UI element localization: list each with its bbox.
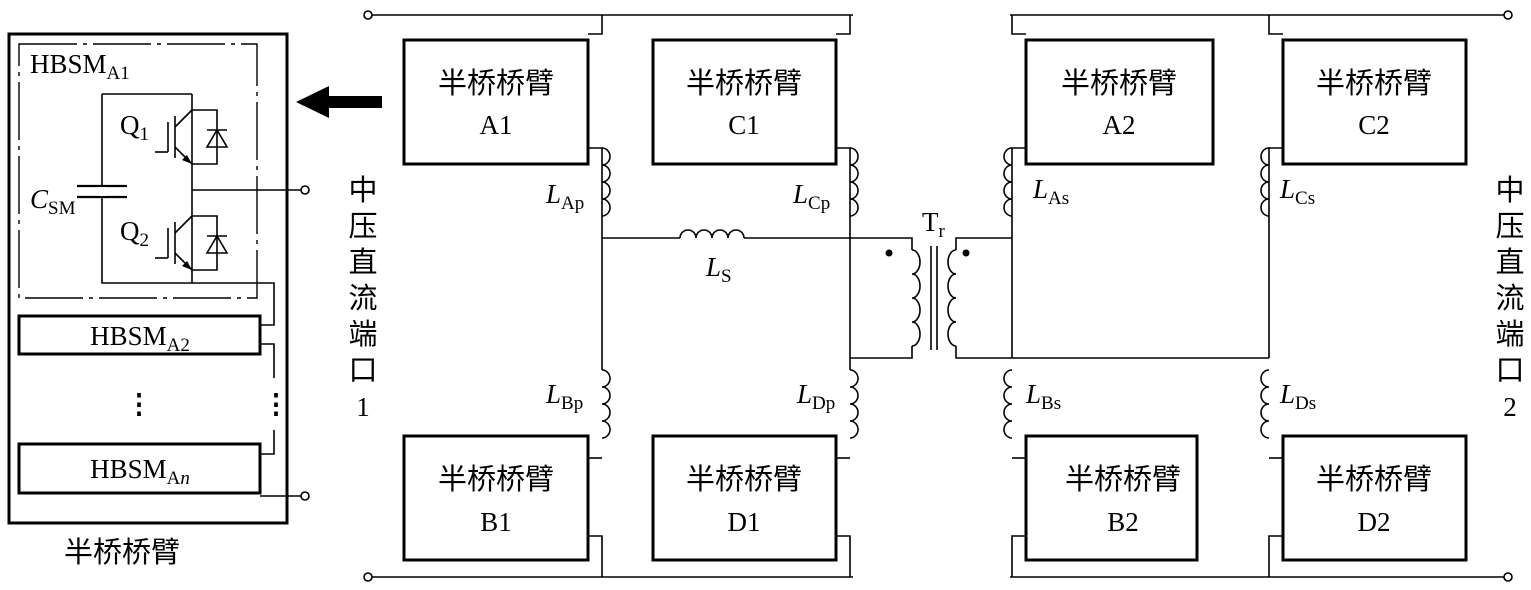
arm-d2-id: D2	[1358, 507, 1391, 537]
svg-text:中: 中	[348, 174, 377, 207]
inductor-bs-icon	[1003, 369, 1013, 439]
arm-b1-id: B1	[480, 507, 512, 537]
igbt-q2-icon	[155, 215, 193, 271]
svg-text:压: 压	[348, 211, 377, 243]
inductor-cp-icon	[849, 147, 859, 217]
chain-wire-ellipsis-icon: ⋮	[263, 389, 290, 419]
capacitor-label: CSM	[30, 184, 76, 219]
arm-d1-title: 半桥桥臂	[686, 463, 802, 496]
terminal-node	[300, 491, 310, 501]
igbt-q1-icon	[155, 109, 193, 165]
svg-text:直: 直	[1495, 246, 1524, 279]
inductor-bp-icon	[601, 369, 611, 439]
switch-q2-label: Q2	[120, 216, 149, 251]
inductor-ds-label: LDs	[1279, 379, 1316, 414]
arm-d1-id: D1	[728, 507, 761, 537]
arm-d2-title: 半桥桥臂	[1316, 463, 1432, 496]
capacitor-cap-sm	[77, 184, 127, 199]
arm-a2-id: A2	[1103, 110, 1136, 140]
arm-a2-title: 半桥桥臂	[1061, 67, 1177, 100]
arm-b1-title: 半桥桥臂	[438, 463, 554, 496]
svg-text:2: 2	[1503, 392, 1517, 422]
main-circuit-wiring	[372, 14, 1504, 578]
svg-text:口: 口	[348, 355, 377, 387]
dc-port-1-label: 中 压 直 流 端 口 1	[348, 174, 377, 422]
arm-detail-panel: HBSMA1 CSM Q1	[7, 32, 310, 569]
dc-bus-terminals	[363, 10, 1513, 582]
svg-text:中: 中	[1495, 174, 1524, 207]
svg-text:直: 直	[348, 246, 377, 279]
svg-text:1: 1	[356, 392, 370, 422]
submodule-a1-label: HBSMA1	[30, 49, 130, 84]
submodule-a1-dashed-frame	[18, 43, 258, 299]
arm-c2-id: C2	[1358, 110, 1390, 140]
chain-wire-upper	[260, 343, 275, 378]
svg-text:流: 流	[1495, 282, 1524, 315]
arm-c2: 半桥桥臂 C2	[1281, 38, 1468, 166]
inductor-labels: LAp LCp LBp LDp LAs LCs LBs LDs LS Tr	[545, 174, 1316, 414]
inductor-ap-label: LAp	[545, 179, 584, 214]
submodule-a2-box	[17, 314, 262, 356]
terminal-node	[300, 185, 310, 195]
arm-detail-frame	[7, 32, 289, 525]
arm-detail-caption: 半桥桥臂	[64, 536, 180, 569]
arm-b2-title: 半桥桥臂	[1065, 463, 1181, 496]
inductor-coils	[601, 147, 1270, 439]
inductor-ds-icon	[1260, 369, 1270, 439]
submodule-an-box	[17, 442, 262, 495]
inductor-bp-label: LBp	[545, 379, 583, 414]
inductor-dp-icon	[849, 369, 859, 439]
arm-a2: 半桥桥臂 A2	[1024, 38, 1215, 166]
arm-b2: 半桥桥臂 B2	[1024, 434, 1199, 562]
inductor-bs-label: LBs	[1025, 379, 1061, 414]
dc-port-2-label: 中 压 直 流 端 口 2	[1495, 174, 1524, 422]
arm-a1: 半桥桥臂 A1	[402, 38, 590, 166]
submodule-a1-frame-wire	[101, 93, 275, 326]
arm-c2-title: 半桥桥臂	[1316, 67, 1432, 100]
arm-c1: 半桥桥臂 C1	[651, 38, 838, 166]
svg-text:端: 端	[348, 318, 377, 351]
inductor-as-label: LAs	[1032, 174, 1069, 209]
inductor-cs-label: LCs	[1279, 174, 1315, 209]
arm-c1-id: C1	[728, 110, 760, 140]
switch-q1-label: Q1	[120, 110, 149, 145]
svg-text:流: 流	[348, 282, 377, 315]
inductor-ap-icon	[601, 147, 611, 217]
inductor-cs-icon	[1260, 147, 1270, 217]
arm-a1-id: A1	[480, 110, 513, 140]
chain-ellipsis-icon: ⋮	[126, 389, 153, 419]
transformer-label: Tr	[922, 207, 946, 242]
chain-wire-lower	[260, 430, 275, 455]
inductor-as-icon	[1003, 147, 1013, 217]
svg-text:端: 端	[1495, 318, 1524, 351]
arm-b2-id: B2	[1107, 507, 1139, 537]
diode-d1-icon	[192, 109, 229, 165]
inductor-ls-label: LS	[705, 252, 732, 287]
svg-text:压: 压	[1495, 211, 1524, 243]
arm-d2: 半桥桥臂 D2	[1281, 434, 1468, 562]
arm-d1: 半桥桥臂 D1	[651, 434, 838, 562]
submodule-an-label: HBSMAn	[90, 454, 190, 489]
zoom-arrow-icon	[296, 86, 382, 118]
arm-a1-title: 半桥桥臂	[438, 67, 554, 100]
svg-text:口: 口	[1495, 355, 1524, 387]
inductor-ls-icon	[679, 229, 745, 239]
arm-b1: 半桥桥臂 B1	[402, 434, 590, 562]
arm-c1-title: 半桥桥臂	[686, 67, 802, 100]
transformer-tr-icon	[885, 246, 970, 350]
submodule-a2-label: HBSMA2	[90, 321, 190, 356]
diode-d2-icon	[192, 215, 229, 271]
inductor-cp-label: LCp	[792, 179, 830, 214]
inductor-dp-label: LDp	[796, 379, 835, 414]
